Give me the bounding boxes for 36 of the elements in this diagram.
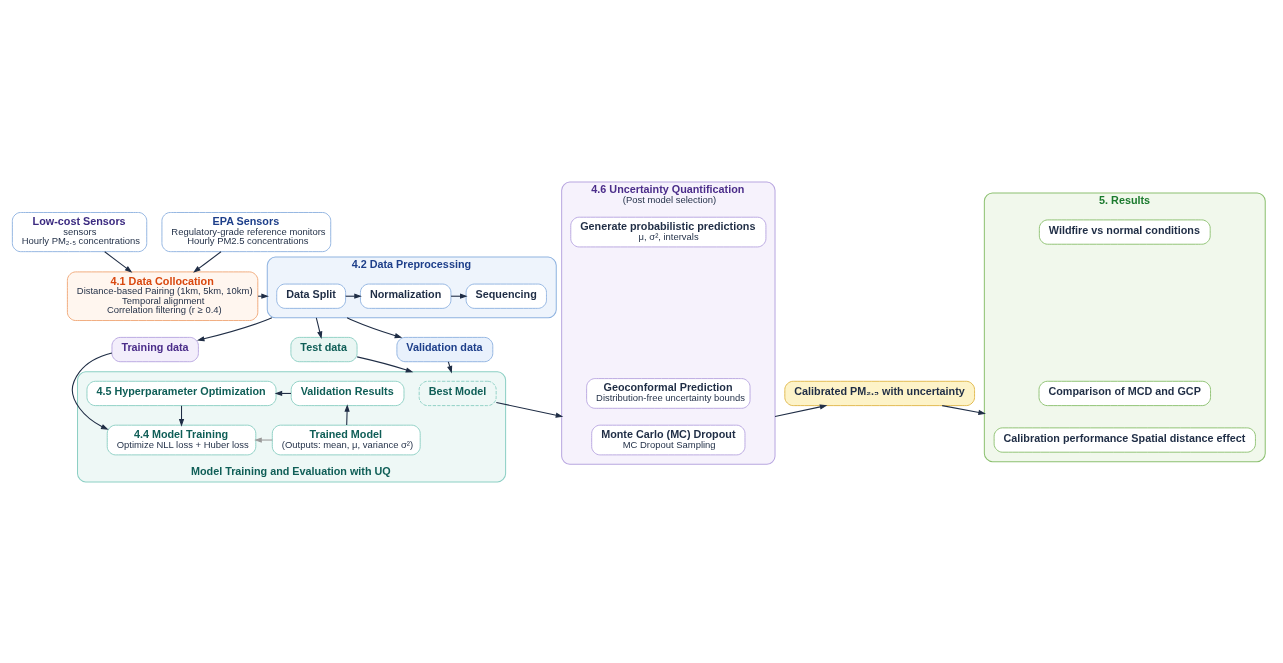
- node-box: EPA Sensors Regulatory-grade reference monitors Hourly PM2.5 concentrations: [161, 211, 332, 252]
- node-box: Wildfire vs normal conditions: [1038, 218, 1211, 245]
- node-box: Comparison of MCD and GCP: [1038, 380, 1211, 406]
- arrow: [774, 403, 828, 417]
- arrow: [447, 360, 453, 373]
- node-box: 4.5 Hyperparameter Optimization: [86, 380, 277, 406]
- node-box: Validation Results: [290, 380, 405, 406]
- node-box: Generate probabilistic predictions μ, σ², intervals: [570, 216, 767, 247]
- node-box: Training data: [111, 336, 199, 362]
- arrow: [344, 403, 350, 426]
- arrow: [71, 351, 113, 430]
- node-box: Calibrated PM₂.₅ with uncertainty: [784, 380, 976, 406]
- node-box: Trained Model (Outputs: mean, μ, variance σ²): [271, 424, 421, 455]
- arrow: [274, 390, 292, 396]
- arrow: [495, 401, 564, 418]
- node-box: 4.1 Data Collocation Distance-based Pairing (1km, 5km, 10km) Temporal alignment Correlation filtering (r ≥ 0.4): [66, 270, 259, 321]
- node-box: Monte Carlo (MC) Dropout MC Dropout Sampling: [591, 424, 746, 455]
- arrow: [315, 316, 323, 339]
- arrow: [196, 316, 273, 341]
- arrow: [346, 316, 403, 338]
- arrow: [356, 355, 414, 372]
- node-box: Geoconformal Prediction Distribution-free uncertainty bounds: [586, 377, 751, 409]
- node-box: Low-cost Sensors sensors Hourly PM₂.₅ concentrations: [11, 211, 148, 252]
- arrow: [941, 404, 986, 415]
- node-box: 4.4 Model Training Optimize NLL loss + Huber loss: [106, 424, 257, 455]
- arrow: [104, 250, 133, 273]
- node-box: Sequencing: [465, 283, 547, 309]
- node-box: Normalization: [359, 283, 452, 309]
- arrow: [193, 250, 222, 273]
- node-box: Test data: [290, 336, 358, 362]
- node-box: Validation data: [396, 336, 494, 362]
- node-box: Calibration performance Spatial distance effect: [993, 426, 1256, 453]
- arrow: [450, 293, 468, 299]
- arrow: [254, 436, 273, 443]
- node-box: Data Split: [276, 283, 347, 309]
- node-box: Best Model: [418, 380, 497, 406]
